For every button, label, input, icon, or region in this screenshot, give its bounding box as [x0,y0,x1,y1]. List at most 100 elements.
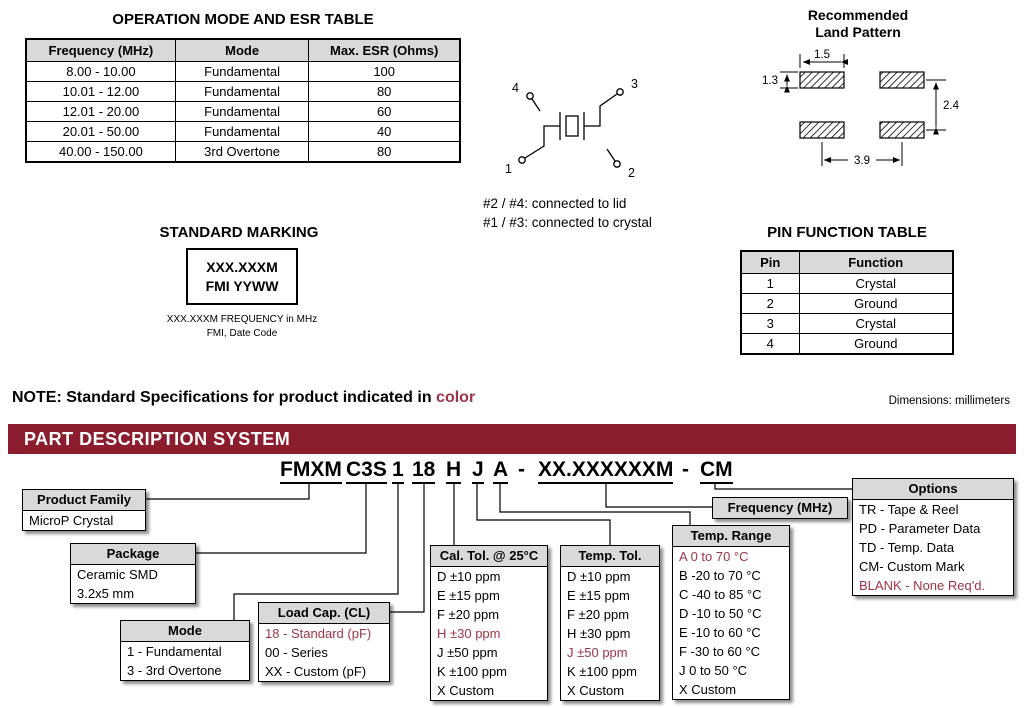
table-row: 12.01 - 20.00 Fundamental 60 [25,101,461,122]
crystal-symbol [524,93,618,162]
cell-frequency: 10.01 - 12.00 [25,81,176,102]
mode-item: 1 - Fundamental [127,644,222,659]
part-description-banner: PART DESCRIPTION SYSTEM [8,424,1016,454]
spec-note-color-word: color [436,389,476,406]
marking-caption-frequency: XXX.XXXM FREQUENCY in MHz [166,314,318,325]
temp-range-item: B -20 to 70 °C [679,568,761,583]
pin-2-terminal [613,160,621,168]
land-pattern-title-line2: Land Pattern [815,24,901,40]
esr-header-row: Frequency (MHz) Mode Max. ESR (Ohms) [25,38,461,62]
temp-tol-item-standard: J ±50 ppm [567,645,628,660]
cal-tol-item: X Custom [437,683,495,698]
package-title: Package [71,544,195,565]
table-row: 3 Crystal [740,313,954,334]
pin-header-row: Pin Function [740,250,954,274]
package-box: Package Ceramic SMD 3.2x5 mm [70,543,196,604]
land-pattern-title-line1: Recommended [807,7,909,23]
cal-tol-title: Cal. Tol. @ 25°C [431,546,547,567]
dim-label-col-pitch: 3.9 [854,155,870,167]
schematic-note-lid: #2 / #4: connected to lid [483,196,627,211]
dimensions-note: Dimensions: millimeters [888,395,1010,407]
cell-pin: 1 [740,273,800,294]
temp-tol-box: Temp. Tol. D ±10 ppm E ±15 ppm F ±20 ppm… [560,545,660,701]
load-cap-title: Load Cap. (CL) [259,603,389,624]
mode-item: 3 - 3rd Overtone [127,663,222,678]
load-cap-box: Load Cap. (CL) 18 - Standard (pF) 00 - S… [258,602,390,682]
cell-frequency: 40.00 - 150.00 [25,141,176,163]
land-pattern-title: Recommended Land Pattern [768,7,948,41]
pin-header-function: Function [798,250,954,274]
cal-tol-item: D ±10 ppm [437,569,501,584]
cal-tol-box: Cal. Tol. @ 25°C D ±10 ppm E ±15 ppm F ±… [430,545,548,701]
part-seg-options: CM [700,459,733,484]
crystal-schematic: 4 3 1 2 [505,77,638,180]
options-item-blank: BLANK - None Req'd. [859,578,986,593]
cell-pin: 3 [740,313,800,334]
marking-caption-datecode: FMI, Date Code [206,328,278,339]
cell-pin: 2 [740,293,800,314]
part-seg-dash-1: - [518,458,525,481]
cal-tol-item: K ±100 ppm [437,664,508,679]
package-item: 3.2x5 mm [77,586,135,601]
part-seg-mode: 1 [392,459,404,484]
table-row: 20.01 - 50.00 Fundamental 40 [25,121,461,142]
spec-note-text: NOTE: Standard Specifications for produc… [12,389,437,406]
pin-label-3: 3 [631,77,638,91]
dimension-lines [780,54,946,166]
part-seg-package: C3S [346,459,387,484]
cal-tol-item: J ±50 ppm [437,645,498,660]
marking-line-1: XXX.XXXM [206,258,278,275]
temp-tol-item: E ±15 ppm [567,588,630,603]
cell-esr: 80 [308,81,461,102]
pin-1-terminal [518,156,526,164]
temp-tol-item: X Custom [567,683,625,698]
cell-esr: 100 [308,61,461,82]
temp-range-box: Temp. Range A 0 to 70 °C B -20 to 70 °C … [672,525,790,700]
load-cap-item: 00 - Series [265,645,328,660]
temp-tol-item: F ±20 ppm [567,607,630,622]
mode-title: Mode [121,621,249,642]
marking-line-2: FMI YYWW [205,277,279,294]
cal-tol-item-standard: H ±30 ppm [437,626,501,641]
dim-label-row-pitch: 2.4 [943,100,960,112]
table-row: 2 Ground [740,293,954,314]
product-family-item: MicroP Crystal [29,513,114,528]
pin-label-4: 4 [512,81,519,95]
temp-tol-item: H ±30 ppm [567,626,631,641]
pin-3-terminal [616,88,624,96]
part-seg-temprange: A [493,459,509,484]
cell-mode: Fundamental [174,121,310,142]
pin-label-1: 1 [505,162,512,176]
temp-range-item: C -40 to 85 °C [679,587,762,602]
load-cap-item: XX - Custom (pF) [265,664,367,679]
mode-box: Mode 1 - Fundamental 3 - 3rd Overtone [120,620,250,681]
part-seg-temptol: J [472,459,484,484]
cell-mode: Fundamental [174,61,310,82]
temp-tol-item: K ±100 ppm [567,664,638,679]
options-title: Options [853,479,1013,500]
cal-tol-item: F ±20 ppm [437,607,500,622]
table-row: 40.00 - 150.00 3rd Overtone 80 [25,141,461,163]
esr-header-maxesr: Max. ESR (Ohms) [308,38,461,62]
pin-label-2: 2 [628,166,635,180]
options-item: TD - Temp. Data [859,540,955,555]
cell-esr: 60 [308,101,461,122]
options-item: CM- Custom Mark [859,559,965,574]
banner-title: PART DESCRIPTION SYSTEM [24,428,291,449]
dim-label-pad-height: 1.3 [762,75,778,87]
part-seg-loadcap: 18 [412,459,436,484]
temp-tol-item: D ±10 ppm [567,569,631,584]
package-item: Ceramic SMD [77,567,158,582]
temp-range-item: J 0 to 50 °C [679,663,748,678]
temp-range-title: Temp. Range [673,526,789,547]
product-family-title: Product Family [23,490,145,511]
part-seg-caltol: H [446,459,462,484]
temp-range-item: D -10 to 50 °C [679,606,762,621]
pin-table-title: PIN FUNCTION TABLE [767,224,927,241]
options-box: Options TR - Tape & Reel PD - Parameter … [852,478,1014,596]
cell-function: Ground [798,333,954,355]
cell-function: Ground [798,293,954,314]
cell-mode: Fundamental [174,101,310,122]
part-seg-family: FMXM [280,459,342,484]
